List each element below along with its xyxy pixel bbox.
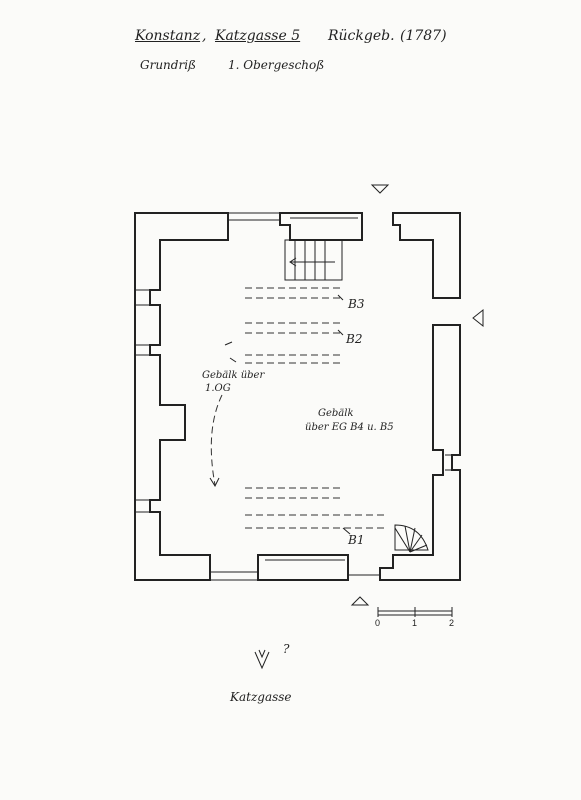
title-place: Konstanz xyxy=(135,28,201,44)
street-name: Katzgasse xyxy=(230,690,292,704)
wall-north-middle xyxy=(279,212,363,241)
section-marker-bottom xyxy=(350,596,370,606)
title-year: (1787) xyxy=(400,28,447,44)
pointer-b1 xyxy=(342,527,351,535)
wall-northeast xyxy=(392,212,461,299)
scale-bar xyxy=(377,607,453,617)
staircase-spiral xyxy=(394,524,429,553)
label-beam-eg-line2: über EG B4 u. B5 xyxy=(305,422,394,433)
pointer-b2 xyxy=(337,329,344,336)
pointer-beam-1og xyxy=(224,341,233,346)
label-b2: B2 xyxy=(346,332,363,346)
scale-tick-2: 2 xyxy=(449,618,455,628)
floor-label: 1. Obergeschoß xyxy=(228,58,325,72)
title-street: Katzgasse 5 xyxy=(215,28,301,44)
curved-arrow xyxy=(210,394,223,486)
curved-arrow-head xyxy=(209,477,220,488)
wall-west xyxy=(134,212,229,581)
scale-tick-1: 1 xyxy=(412,618,418,628)
label-b3: B3 xyxy=(348,297,365,311)
pointer-b3 xyxy=(337,294,344,301)
plan-type: Grundriß xyxy=(140,58,197,72)
section-marker-top xyxy=(370,184,390,194)
wall-south-middle xyxy=(257,554,349,581)
staircase-straight xyxy=(284,239,343,281)
title-building: Rückgeb. xyxy=(328,28,395,44)
scale-tick-0: 0 xyxy=(375,618,381,628)
question-mark: ? xyxy=(283,642,290,656)
label-beam-eg-line1: Gebälk xyxy=(318,408,354,419)
label-b1: B1 xyxy=(348,533,365,547)
wall-east xyxy=(379,324,461,581)
label-beam-1og-line1: Gebälk über xyxy=(202,370,265,381)
section-marker-right xyxy=(472,308,484,328)
title-comma: , xyxy=(202,28,207,44)
pointer-beam-1og xyxy=(229,357,237,363)
down-arrow-icon xyxy=(254,649,270,670)
label-beam-1og-line2: 1.OG xyxy=(205,383,231,394)
